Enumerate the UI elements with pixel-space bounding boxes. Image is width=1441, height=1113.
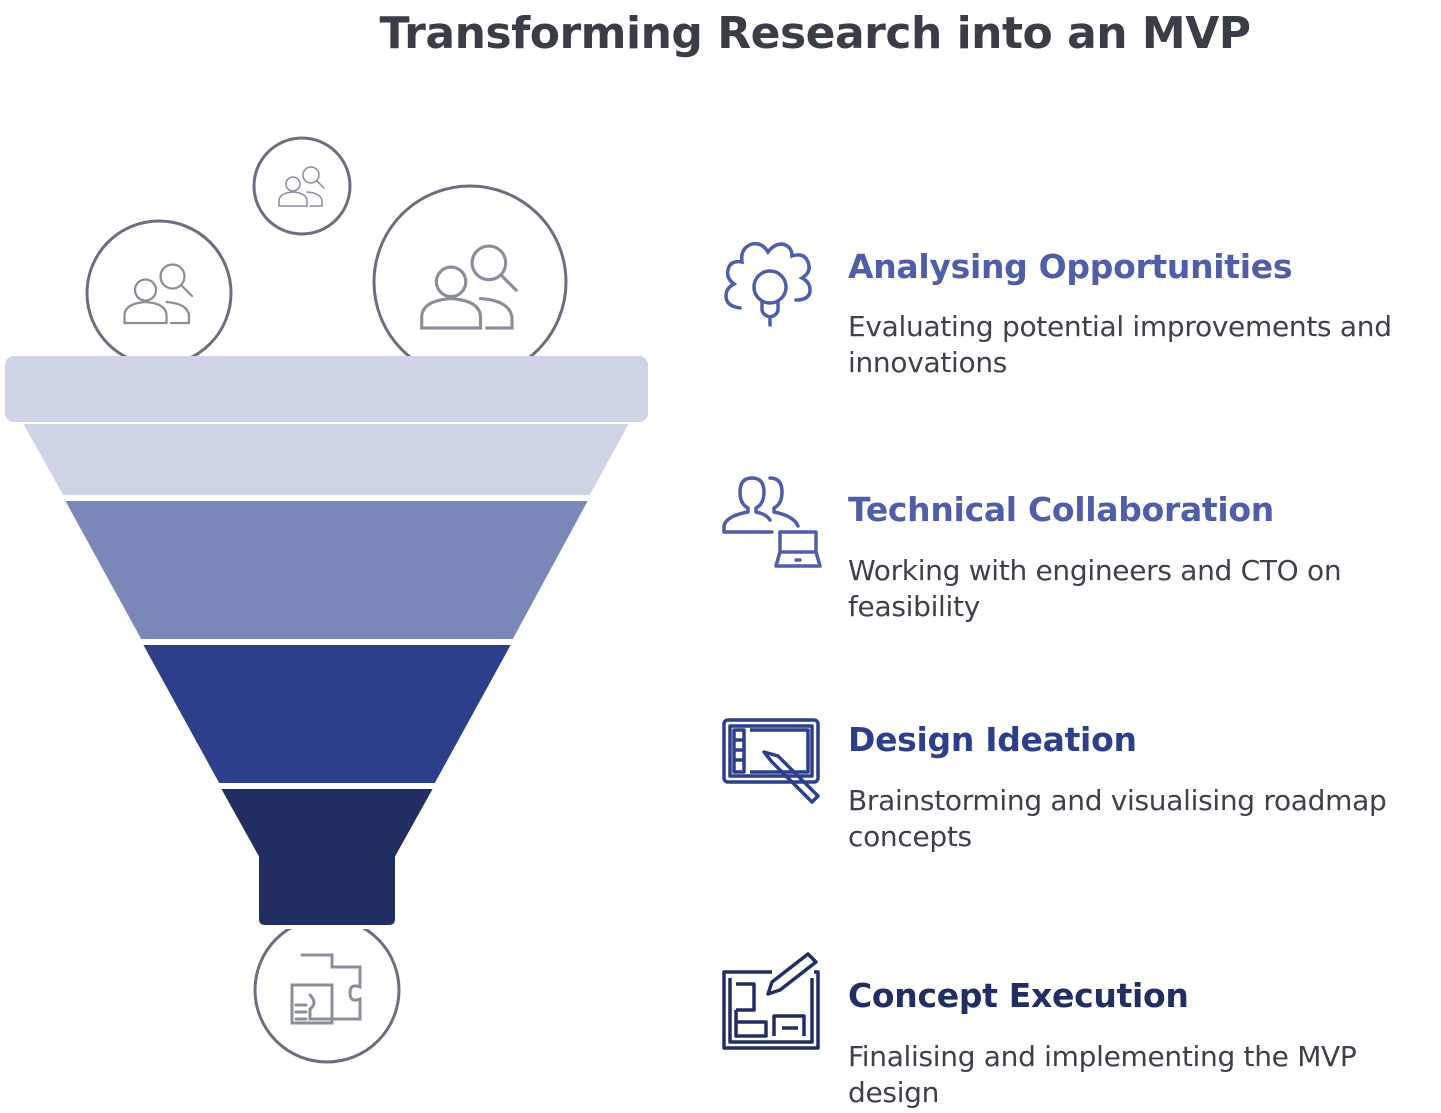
page-title: Transforming Research into an MVP bbox=[379, 8, 1252, 59]
blueprint-pencil-icon bbox=[722, 952, 820, 1050]
puzzle-document-icon bbox=[290, 953, 362, 1025]
step-description: Evaluating potential improvements and in… bbox=[848, 310, 1392, 379]
gear-lightbulb-icon bbox=[724, 241, 812, 327]
step-heading: Concept Execution bbox=[848, 976, 1189, 1015]
step-description: Working with engineers and CTO on feasib… bbox=[848, 554, 1342, 623]
step-heading: Design Ideation bbox=[848, 720, 1137, 759]
people-laptop-icon bbox=[722, 476, 822, 568]
step-description: Finalising and implementing the MVP desi… bbox=[848, 1040, 1357, 1109]
step-description: Brainstorming and visualising roadmap co… bbox=[848, 784, 1387, 853]
funnel-segment-3 bbox=[136, 641, 518, 787]
people-search-icon bbox=[420, 244, 518, 330]
funnel-diagram bbox=[5, 136, 648, 1064]
funnel-segment-1 bbox=[16, 420, 636, 499]
funnel-rim bbox=[5, 356, 648, 422]
output-circle bbox=[253, 916, 401, 1064]
step-heading: Technical Collaboration bbox=[848, 490, 1274, 529]
people-search-icon bbox=[278, 166, 325, 207]
funnel-segment-2 bbox=[58, 497, 595, 643]
research-circle bbox=[85, 219, 233, 367]
step-heading: Analysing Opportunities bbox=[848, 247, 1293, 286]
research-circle bbox=[252, 136, 352, 236]
research-circle bbox=[372, 184, 568, 380]
drawing-tablet-icon bbox=[722, 718, 820, 804]
funnel-segment-4 bbox=[214, 785, 440, 929]
people-search-icon bbox=[123, 263, 194, 325]
